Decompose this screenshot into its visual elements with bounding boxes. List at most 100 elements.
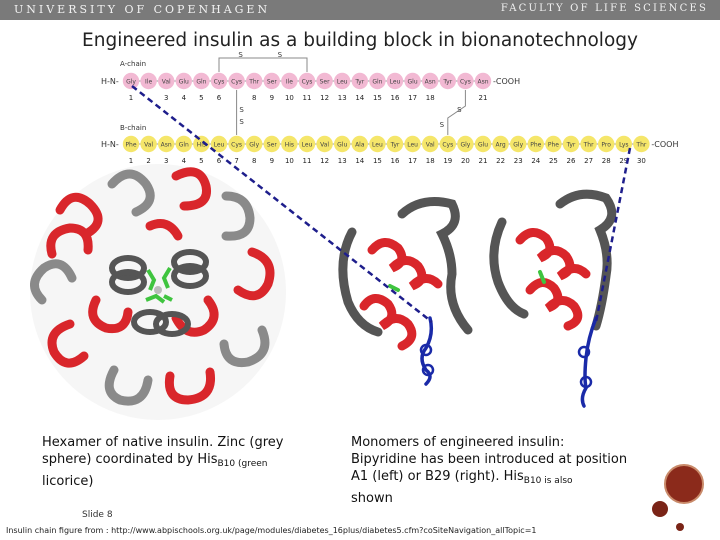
a-chain-residue-label: Cys [231, 78, 242, 85]
b-chain-position-number: 12 [320, 157, 329, 165]
b-chain-residue [580, 135, 597, 153]
b-chain-position-number: 8 [252, 157, 256, 165]
b-chain-residue-label: Glu [337, 141, 347, 148]
b-chain-residue [404, 135, 421, 153]
b-chain-residue [140, 135, 157, 153]
a-chain-residue [404, 72, 421, 90]
a-chain-position-number: 18 [426, 94, 435, 102]
zinc-sphere [154, 286, 162, 294]
b-chain-residue [281, 135, 298, 153]
a-chain-residue [228, 72, 245, 90]
a-chain-residue-label: Asn [425, 78, 436, 85]
a-chain-position-number: 8 [252, 94, 256, 102]
b-chain-position-number: 13 [338, 157, 347, 165]
b-chain-residue-label: Leu [407, 141, 418, 148]
a-chain-residue-label: Gly [126, 78, 136, 85]
university-seal-icon [664, 464, 704, 504]
disulfide-sulfur-label: S [238, 51, 243, 59]
a-chain-residue-label: Gln [196, 78, 206, 85]
b-chain-residue-label: Val [320, 141, 329, 148]
a-chain-position-number: 6 [217, 94, 222, 102]
b-chain-position-number: 14 [355, 157, 364, 165]
a-chain-residue-label: Gln [372, 78, 382, 85]
bipyridine-a1 [420, 316, 434, 386]
a-chain-position-number: 11 [303, 94, 312, 102]
a-chain-position-number: 9 [270, 94, 274, 102]
b-chain-residue [633, 135, 650, 153]
b-chain-residue-label: Leu [372, 141, 383, 148]
a-chain-residue-label: Val [162, 78, 171, 85]
a-chain-position-number: 16 [391, 94, 400, 102]
a-chain-residue-label: Leu [390, 78, 401, 85]
b-chain-residue [122, 135, 140, 153]
b-chain-position-number: 15 [373, 157, 382, 165]
a-chain-position-number: 5 [199, 94, 203, 102]
b-chain-position-number: 26 [567, 157, 576, 165]
a-chain-c-terminus: -COOH [493, 77, 520, 86]
b-chain-n-terminus: H-N- [101, 140, 119, 149]
b-chain-residue [175, 135, 192, 153]
a-chain-position-number: 17 [408, 94, 417, 102]
caption-hexamer: Hexamer of native insulin. Zinc (grey sp… [42, 435, 284, 489]
b-chain-residue-label: Phe [530, 141, 541, 148]
b-chain-residue [422, 135, 439, 153]
b-chain-residue [386, 135, 404, 153]
a-chain-residue [193, 72, 210, 90]
a-chain-residue [140, 72, 157, 90]
a-chain-residue [298, 72, 316, 90]
b-chain-residue [158, 135, 175, 153]
b-chain-residue [492, 135, 509, 153]
decor-dot-large [652, 501, 668, 517]
a-chain-residue [281, 72, 298, 90]
disulfide-sulfur-label: S [440, 121, 445, 129]
b-chain-residue [369, 135, 386, 153]
monomer-b29-structure [489, 189, 617, 408]
b-chain-residue [439, 135, 456, 153]
caption-monomers: Monomers of engineered insulin: Bipyridi… [351, 435, 628, 506]
university-name: UNIVERSITY OF COPENHAGEN [14, 3, 271, 16]
b-chain-position-number: 16 [391, 157, 400, 165]
b-chain-residue-label: Gly [249, 141, 259, 148]
b-chain-residue [246, 135, 263, 153]
a-chain-residue [386, 72, 404, 90]
b-chain-residue-label: Gly [513, 141, 523, 148]
a-chain-position-number: 1 [129, 94, 133, 102]
b-chain-position-number: 23 [514, 157, 523, 165]
b-chain-residue [527, 135, 544, 153]
a-chain-residue [246, 72, 263, 90]
b-chain-residue-label: Leu [214, 141, 225, 148]
a-chain-residue-label: Cys [302, 78, 313, 85]
b-chain-position-number: 3 [164, 157, 168, 165]
b-chain-residue-label: Leu [302, 141, 313, 148]
faculty-name: FACULTY OF LIFE SCIENCES [500, 3, 708, 14]
b-chain-position-number: 22 [496, 157, 505, 165]
b-chain-residue [334, 135, 351, 153]
b-chain-residue-label: Asn [161, 141, 172, 148]
slide-title: Engineered insulin as a building block i… [82, 30, 638, 51]
decor-dot-small [676, 523, 684, 531]
b-chain-residue [316, 135, 333, 153]
b-chain-position-number: 17 [408, 157, 417, 165]
a-chain-residue [122, 72, 140, 90]
b-chain-position-number: 29 [619, 157, 628, 165]
a-chain-residue-label: Thr [248, 78, 259, 85]
a-chain-residue-label: Glu [179, 78, 189, 85]
a-chain-residue-label: Cys [460, 78, 471, 85]
b-chain-residue [298, 135, 316, 153]
b-chain-residue [457, 135, 474, 153]
b-chain-residue [228, 135, 245, 153]
monomer-a1-structure [338, 197, 473, 386]
a-chain-residue-label: Tyr [354, 78, 364, 85]
b-chain-residue-label: Arg [495, 141, 505, 148]
b-chain-residue [193, 135, 210, 153]
a-chain-position-number: 4 [182, 94, 187, 102]
a-chain-residue-label: Tyr [442, 78, 452, 85]
a-chain-position-number: 10 [285, 94, 294, 102]
figure-source: Insulin chain figure from : http://www.a… [6, 526, 537, 535]
a-chain-position-number: 21 [479, 94, 488, 102]
a-chain-residue-label: Leu [337, 78, 348, 85]
b-chain-position-number: 24 [531, 157, 540, 165]
a-chain-position-number: 13 [338, 94, 347, 102]
b-chain-residue-label: Phe [125, 141, 136, 148]
